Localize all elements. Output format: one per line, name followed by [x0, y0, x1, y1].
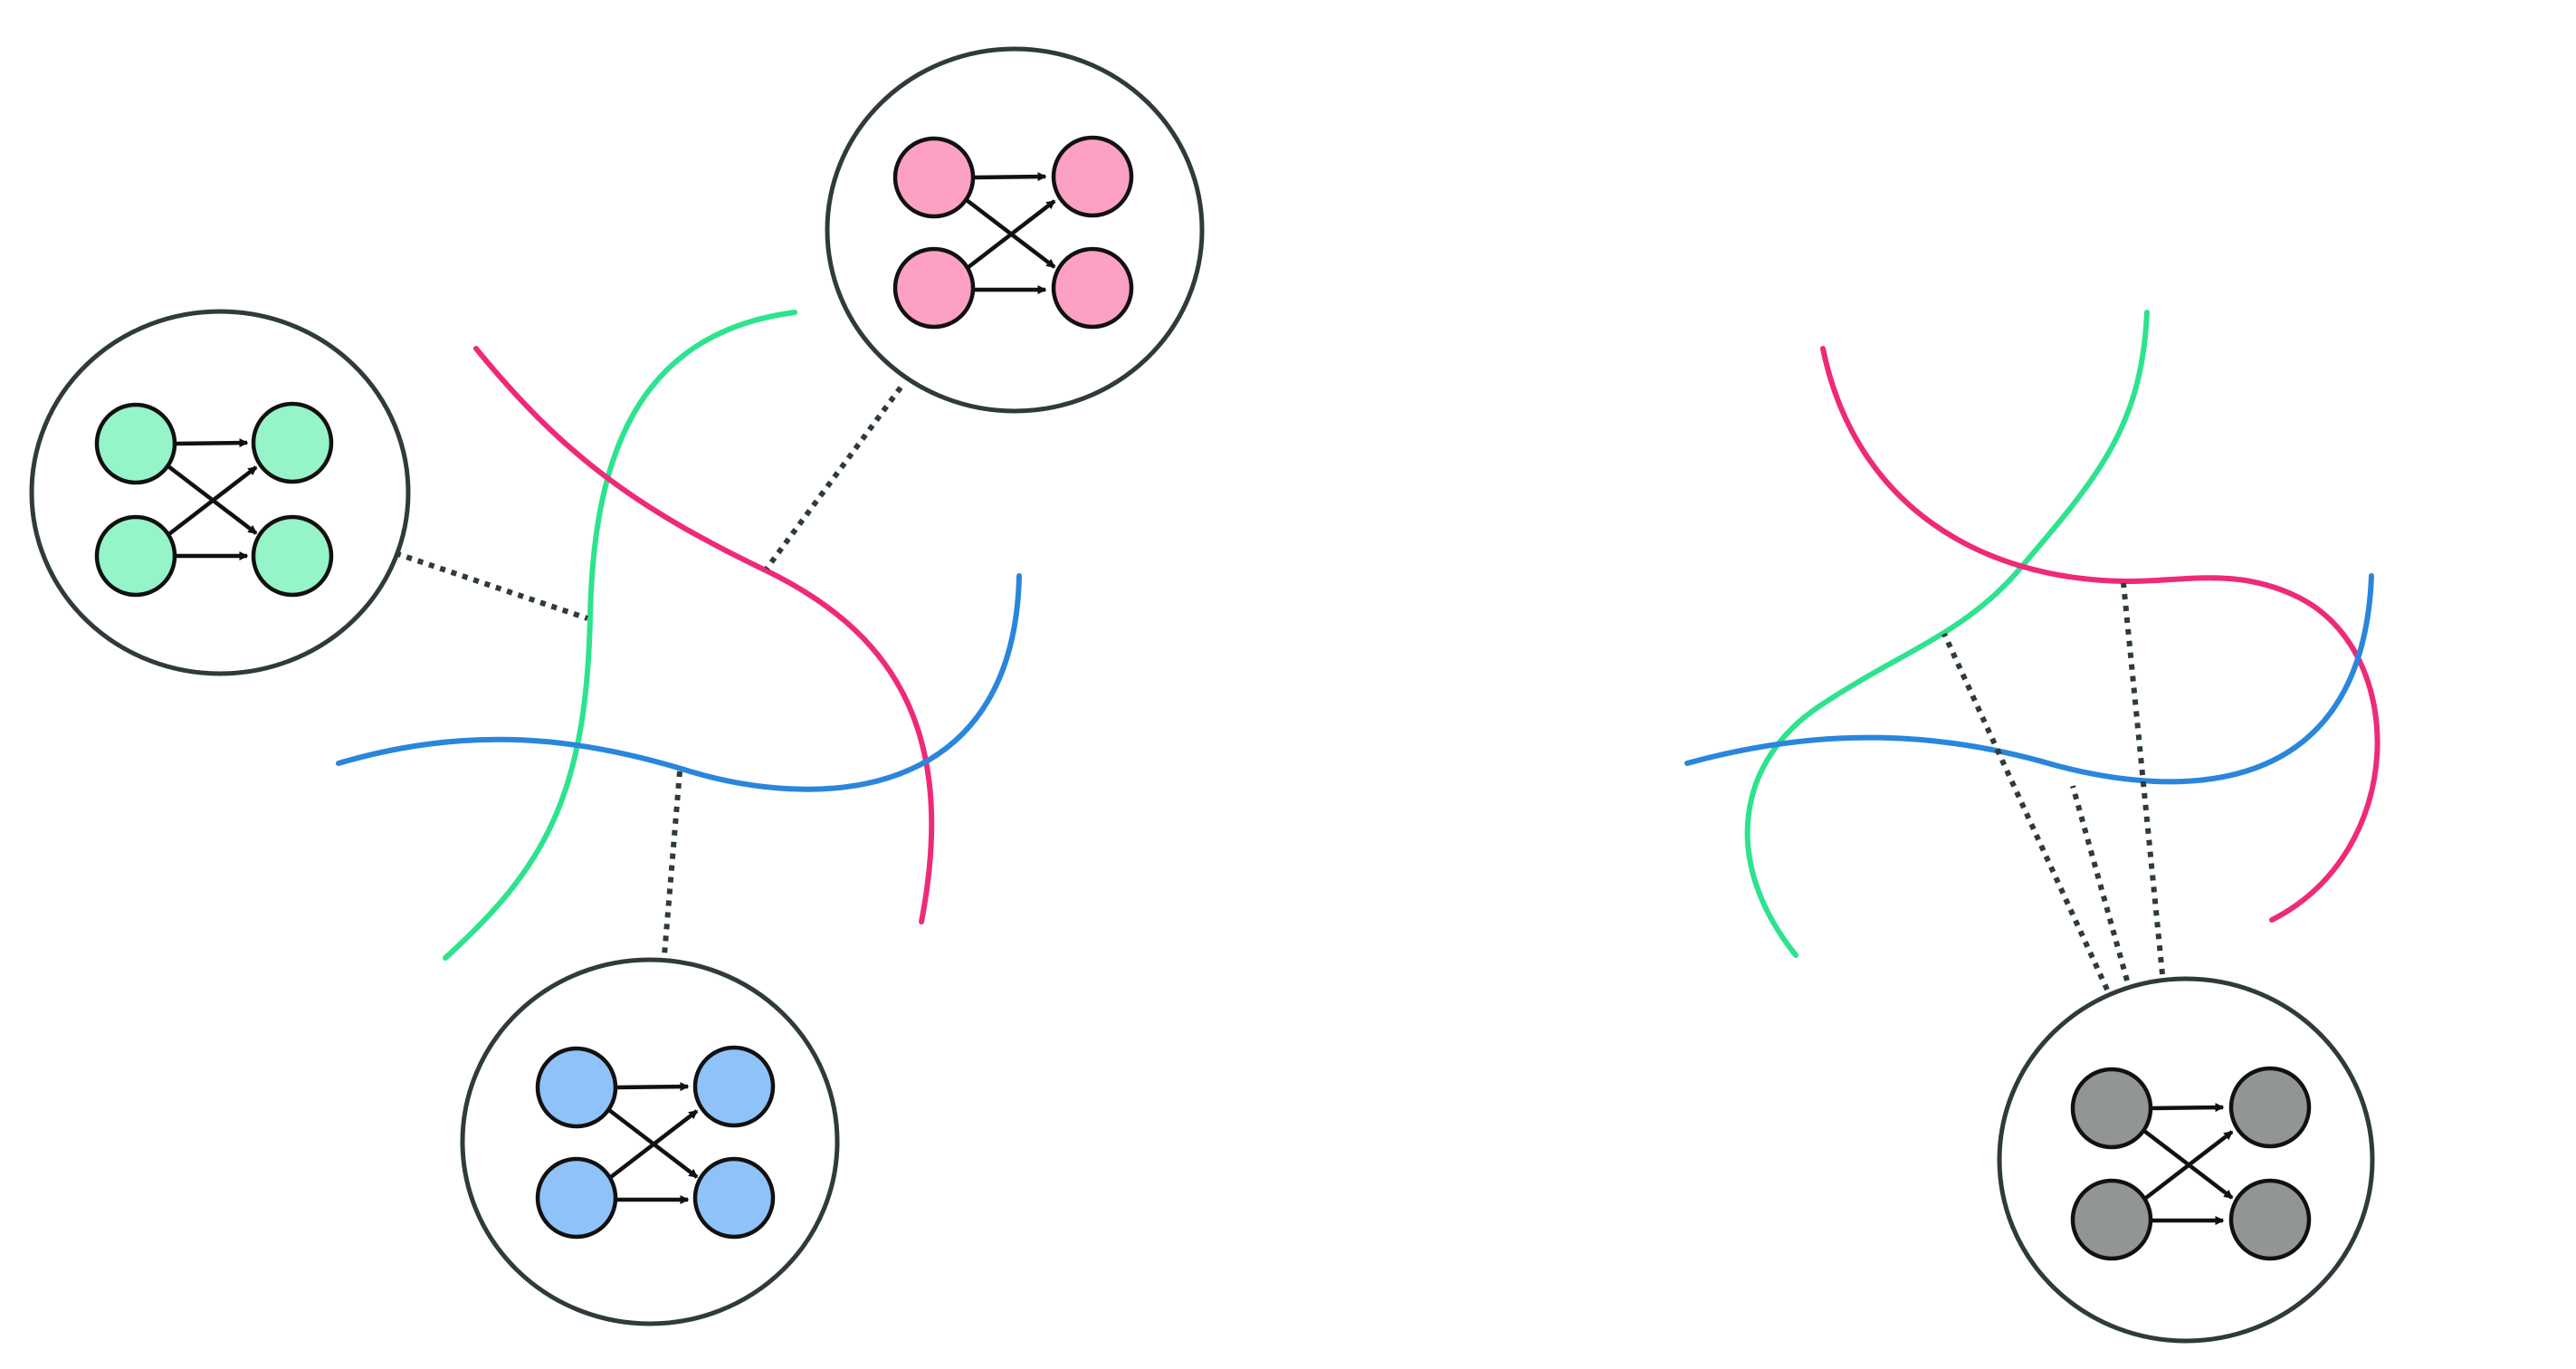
- network-bubble-green: [29, 309, 411, 676]
- right-teal-link: [1942, 632, 2110, 991]
- node-blue-3: [535, 1156, 618, 1240]
- node-green-1: [94, 402, 177, 485]
- node-pink-3: [892, 246, 976, 330]
- right-pink-strand: [1820, 346, 2380, 923]
- left-blue-link: [662, 771, 682, 956]
- node-pink-2: [1051, 135, 1134, 218]
- node-blue-2: [692, 1045, 776, 1128]
- node-pink-4: [1051, 246, 1134, 330]
- network-bubble-gray: [1997, 976, 2375, 1344]
- node-gray-4: [2228, 1178, 2312, 1261]
- left-green-link: [395, 550, 588, 621]
- node-green-3: [94, 514, 177, 598]
- node-gray-1: [2070, 1067, 2153, 1150]
- node-gray-3: [2070, 1178, 2153, 1261]
- left-pink-link: [764, 386, 903, 570]
- node-gray-2: [2228, 1066, 2312, 1149]
- right-blue-strand: [1684, 573, 2374, 785]
- right-panel: [1684, 310, 2380, 1344]
- left-pink-strand: [473, 346, 935, 924]
- node-green-4: [251, 514, 334, 598]
- node-blue-4: [692, 1156, 776, 1240]
- left-blue-strand: [336, 573, 1022, 792]
- node-green-2: [251, 401, 334, 484]
- node-blue-1: [535, 1046, 618, 1129]
- network-bubble-blue: [460, 957, 840, 1326]
- node-pink-1: [892, 136, 976, 219]
- right-blue-link: [2070, 785, 2130, 981]
- right-teal-strand: [1744, 310, 2150, 958]
- network-bubble-pink: [825, 46, 1205, 414]
- left-teal-strand: [443, 310, 797, 961]
- left-panel: [29, 46, 1205, 1326]
